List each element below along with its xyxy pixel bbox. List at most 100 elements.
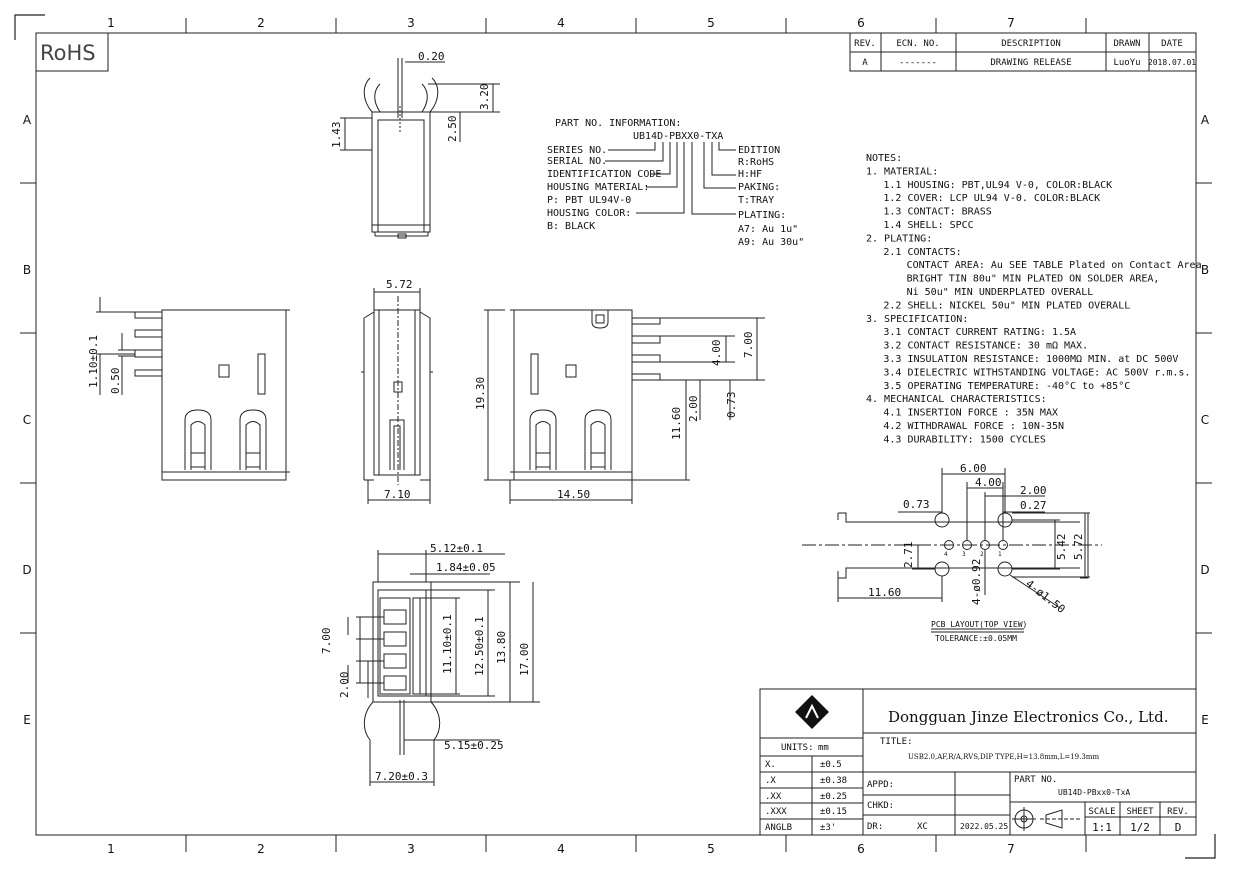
zone-row-label: E [1201, 713, 1209, 727]
dim-label: 2.00 [338, 672, 351, 699]
side-view-left-drawing [96, 297, 290, 481]
rev-value: D [1175, 821, 1182, 834]
tolerance-key: .XXX [765, 807, 787, 817]
zone-col-label: 2 [257, 16, 265, 30]
zone-col-label: 6 [857, 16, 865, 30]
dim-label: 4-ø0.92 [970, 559, 983, 605]
dim-label: 2.00 [1020, 484, 1047, 497]
dim-label: 11.10±0.1 [441, 614, 454, 674]
rohs-label: RoHS [40, 41, 96, 65]
note-line: 3.1 CONTACT CURRENT RATING: 1.5A [883, 327, 1076, 338]
tolerance-value: ±0.15 [820, 807, 847, 817]
part-info-option: H:HF [738, 169, 762, 180]
scale-value: 1:1 [1092, 821, 1112, 834]
zone-row-label: E [23, 713, 31, 727]
dim-label: 0.73 [725, 392, 738, 419]
zone-col-label: 1 [107, 842, 115, 856]
note-line: 3.3 INSULATION RESISTANCE: 1000MΩ MIN. a… [883, 354, 1178, 365]
top-view-drawing [340, 58, 500, 239]
partno-value: UB14D-PBxx0-TxA [1058, 788, 1130, 797]
zone-row-label: B [1201, 263, 1209, 277]
rev-header: REV. [854, 39, 876, 49]
company-logo [795, 695, 829, 729]
note-line: 1.4 SHELL: SPCC [883, 220, 973, 231]
part-info-field: IDENTIFICATION CODE [547, 169, 661, 180]
dim-label: 14.50 [557, 488, 590, 501]
part-info-title: PART NO. INFORMATION: [555, 118, 681, 129]
pcb-layout-drawing [802, 468, 1102, 609]
note-line: 3.2 CONTACT RESISTANCE: 30 mΩ MAX. [883, 341, 1088, 352]
date-value: 2018.07.01 [1148, 58, 1196, 67]
notes-block: NOTES:1. MATERIAL:1.1 HOUSING: PBT,UL94 … [866, 153, 1202, 445]
dim-label: 5.72 [386, 278, 413, 291]
part-info-option: R:RoHS [738, 157, 774, 168]
company-name: Dongguan Jinze Electronics Co., Ltd. [888, 708, 1168, 726]
corner-marks [14, 14, 1216, 859]
part-info-option: PLATING: [738, 210, 786, 221]
part-info-code: UB14D-PBXX0-TXA [633, 131, 723, 142]
dim-label: 13.80 [495, 631, 508, 664]
part-info-field: SERIAL NO. [547, 156, 607, 167]
zone-ticks [20, 18, 1212, 852]
sheet-label: SHEET [1126, 807, 1154, 817]
pcb-tolerance: TOLERANCE:±0.05MM [935, 634, 1017, 643]
note-line: 3.5 OPERATING TEMPERATURE: -40°C to +85°… [883, 381, 1130, 392]
dim-label: 1.43 [330, 122, 343, 149]
note-line: 3.4 DIELECTRIC WITHSTANDING VOLTAGE: AC … [883, 367, 1190, 378]
title-block [759, 688, 1197, 836]
dim-label: 7.10 [384, 488, 411, 501]
dim-label: 1.84±0.05 [436, 561, 496, 574]
zone-col-label: 4 [557, 842, 565, 856]
title-label: TITLE: [880, 737, 913, 747]
note-line: 1.2 COVER: LCP UL94 V-0. COLOR:BLACK [883, 193, 1100, 204]
tolerance-key: .XX [765, 792, 782, 802]
tolerance-value: ±0.5 [820, 760, 842, 770]
chkd-label: CHKD: [867, 801, 894, 811]
dim-label: 2.00 [687, 396, 700, 423]
zone-row-label: C [1201, 413, 1209, 427]
note-line: 3. SPECIFICATION: [866, 314, 968, 325]
dim-label: 0.50 [109, 368, 122, 395]
part-info-option: EDITION [738, 145, 780, 156]
drawing-border [35, 32, 1197, 836]
dim-label: 11.60 [868, 586, 901, 599]
dim-label: 4-ø1.50 [1023, 577, 1068, 616]
units-value: mm [818, 743, 829, 753]
zone-col-label: 5 [707, 842, 715, 856]
pcb-caption: PCB LAYOUT(TOP VIEW) [931, 620, 1027, 629]
revision-table: REV. ECN. NO. DESCRIPTION DRAWN DATE A -… [849, 32, 1197, 72]
dim-label: 0.20 [418, 50, 445, 63]
note-line: 4. MECHANICAL CHARACTERISTICS: [866, 394, 1047, 405]
dim-label: 0.73 [903, 498, 930, 511]
zone-col-label: 7 [1007, 842, 1015, 856]
part-info-field: P: PBT UL94V-0 [547, 195, 631, 206]
zone-row-label: A [1201, 113, 1210, 127]
dim-label: 6.00 [960, 462, 987, 475]
tolerance-value: ±3' [820, 823, 836, 833]
zone-col-label: 2 [257, 842, 265, 856]
description-header: DESCRIPTION [1001, 39, 1061, 49]
units-label: UNITS: [781, 743, 814, 753]
dim-label: 2.71 [902, 542, 915, 569]
sheet-value: 1/2 [1130, 821, 1150, 834]
description-value: DRAWING RELEASE [990, 58, 1071, 68]
drawn-header: DRAWN [1113, 39, 1140, 49]
part-info-option: A7: Au 1u" [738, 224, 798, 235]
dim-label: 0.27 [1020, 499, 1047, 512]
dim-label: 4.00 [710, 340, 723, 367]
dim-label: 3.20 [478, 84, 491, 111]
zone-col-label: 1 [107, 16, 115, 30]
part-info-option: A9: Au 30u" [738, 237, 804, 248]
bottom-view-drawing [347, 550, 540, 786]
drawing-title: USB2.0,AF,R/A,RVS,DIP TYPE,H=13.8mm,L=19… [908, 753, 1099, 761]
rev-value: A [862, 58, 868, 68]
zone-row-label: A [23, 113, 32, 127]
note-line: 4.2 WITHDRAWAL FORCE : 10N-35N [883, 421, 1064, 432]
side-view-right-drawing [509, 309, 765, 504]
note-line: 4.1 INSERTION FORCE : 35N MAX [883, 408, 1058, 419]
dim-label: 5.42 [1055, 534, 1068, 561]
zone-col-label: 3 [407, 16, 415, 30]
pcb-pin-number: 3 [962, 551, 966, 558]
partno-label: PART NO. [1014, 775, 1057, 785]
ecn-header: ECN. NO. [896, 39, 939, 49]
